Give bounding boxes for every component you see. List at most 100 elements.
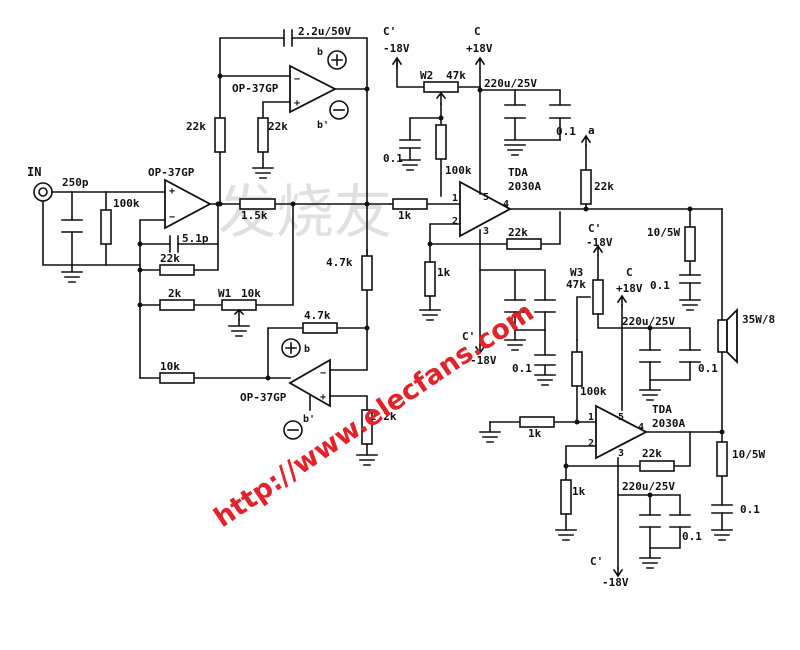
resistor-label: 1k: [398, 209, 412, 222]
svg-text:+: +: [294, 98, 300, 109]
svg-text:−: −: [169, 212, 175, 223]
cap-label: 5.1p: [182, 232, 209, 245]
pot-name: W1: [218, 287, 232, 300]
pot-label: 47k: [446, 69, 466, 82]
resistor-label: 2.2k: [370, 410, 397, 423]
svg-text:3: 3: [618, 448, 624, 459]
resistor-label: 22k: [186, 120, 206, 133]
resistor-2-2k: [361, 409, 373, 445]
capacitor-0-1-2: [679, 349, 701, 363]
cap-label: 0.1: [650, 279, 670, 292]
opamp-triangle: [288, 358, 331, 408]
amp-name: TDA: [652, 403, 672, 416]
resistor-zobel-2: [716, 441, 728, 477]
cap-label: 2.2u/50V: [298, 25, 351, 38]
supply-label: C: [474, 25, 481, 38]
capacitor-neg-1: [504, 299, 526, 313]
svg-text:5: 5: [618, 412, 624, 423]
resistor-label: 100k: [113, 197, 140, 210]
resistor-label: 22k: [160, 252, 180, 265]
input-label: IN: [27, 165, 41, 179]
supply-voltage: -18V: [586, 236, 613, 249]
ground-symbol: [356, 454, 378, 466]
amp-triangle: [459, 180, 512, 238]
speaker: 35W/8: [717, 208, 775, 433]
pot-label: 47k: [566, 278, 586, 291]
resistor-zobel-1: [684, 226, 696, 262]
opamp-u2-name: OP-37GP: [232, 82, 279, 95]
speaker-cone: [726, 307, 738, 365]
resistor-100k-bias: [435, 124, 447, 160]
node-label: a: [588, 124, 595, 137]
amp-model: 2030A: [652, 417, 685, 430]
opamp-u3: − + OP-37GP 10k 4.7k 2.2k b b' 4.7k: [139, 89, 397, 466]
supply-label: C': [590, 555, 603, 568]
ground-symbol: [399, 159, 421, 171]
svg-text:+: +: [320, 392, 326, 403]
resistor-22k-fb-2: [639, 460, 675, 472]
opamp-u1-name: OP-37GP: [148, 166, 195, 179]
cap-label: 0.1: [740, 503, 760, 516]
svg-text:−: −: [320, 368, 326, 379]
cap-label: 220u/25V: [622, 315, 675, 328]
potentiometer-w2: [423, 81, 459, 93]
amp-name: TDA: [508, 166, 528, 179]
svg-text:b: b: [317, 47, 323, 58]
amp-model: 2030A: [508, 180, 541, 193]
ground-symbol: [228, 319, 250, 337]
amp-triangle: [595, 404, 648, 460]
input-section: IN 250p 100k: [27, 165, 166, 283]
cap-label: 220u/25V: [484, 77, 537, 90]
resistor-1k-in: [392, 198, 428, 210]
capacitor-220u-supply: [504, 104, 526, 119]
svg-text:2: 2: [588, 438, 594, 449]
supply-voltage: -18V: [470, 354, 497, 367]
capacitor-220u-2: [639, 349, 661, 363]
svg-text:b': b': [317, 120, 329, 131]
resistor-label: 10/5W: [732, 448, 765, 461]
resistor-22k-a: [214, 117, 226, 153]
capacitor-250p: [61, 219, 83, 233]
svg-text:4: 4: [638, 422, 644, 433]
cap-label: 220u/25V: [622, 480, 675, 493]
resistor-22k-b: [257, 117, 269, 153]
ground-symbol: [679, 299, 701, 311]
resistor-label: 1k: [572, 485, 586, 498]
ground-symbol: [639, 379, 661, 401]
resistor-1k-gnd-2: [560, 479, 572, 515]
opamp-triangle: [164, 178, 212, 230]
supply-label: C': [462, 330, 475, 343]
resistor-label: 10k: [160, 360, 180, 373]
svg-text:b: b: [304, 344, 310, 355]
svg-text:3: 3: [483, 226, 489, 237]
pot-label: 10k: [241, 287, 261, 300]
opamp-u1: + − OP-37GP 1.5k 5.1p 22k 2k W1 10k: [137, 166, 391, 379]
svg-text:4: 4: [503, 199, 509, 210]
resistor-label: 1k: [437, 266, 451, 279]
resistor-label: 4.7k: [304, 309, 331, 322]
resistor-label: 22k: [508, 226, 528, 239]
ground-symbol: [504, 144, 526, 156]
potentiometer-w3: [592, 279, 604, 315]
capacitor-zobel-1: [679, 274, 701, 284]
supply-label: C': [588, 222, 601, 235]
cap-label: 250p: [62, 176, 89, 189]
cap-label: 0.1: [698, 362, 718, 375]
power-amp-2: C' -18V W3 47k 100k C +18V 220u/25V 0.1 …: [479, 222, 765, 589]
resistor-label: 1k: [528, 427, 542, 440]
supply-label: C': [383, 25, 396, 38]
svg-text:2: 2: [452, 216, 458, 227]
svg-text:b': b': [303, 414, 315, 425]
supply-label: C: [626, 266, 633, 279]
watermark-logo: 发烧友: [218, 178, 392, 246]
supply-voltage: -18V: [602, 576, 629, 589]
ground-symbol: [479, 421, 501, 443]
supply-voltage: +18V: [616, 282, 643, 295]
resistor-label: 10/5W: [647, 226, 680, 239]
capacitor-neg-2: [534, 299, 556, 313]
ground-symbol: [419, 309, 441, 321]
capacitor-neg-2b: [669, 514, 691, 528]
ground-symbol: [555, 529, 577, 541]
resistor-2k: [159, 299, 195, 311]
